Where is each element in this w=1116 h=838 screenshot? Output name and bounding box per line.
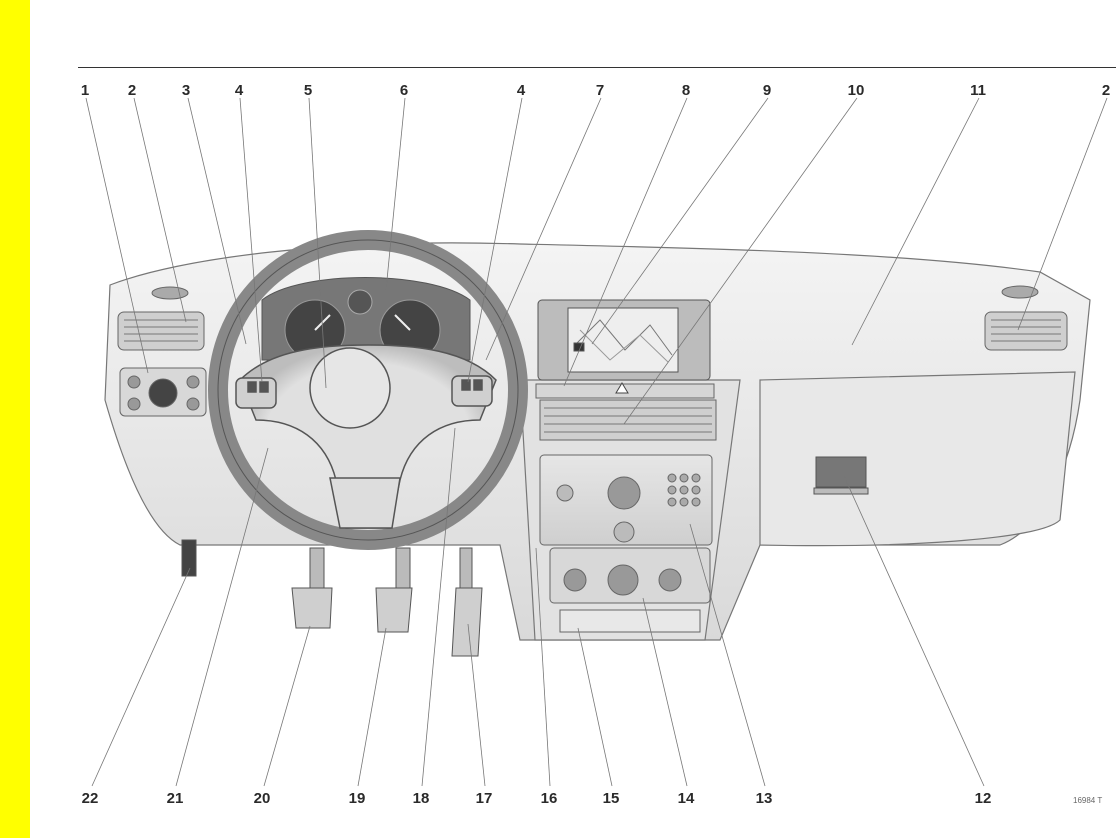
callout-11: 11 (970, 82, 986, 99)
callout-9: 9 (762, 82, 772, 99)
callout-1: 1 (80, 82, 90, 99)
callout-16: 16 (540, 790, 558, 807)
callout-18: 18 (412, 790, 430, 807)
callout-20: 20 (253, 790, 271, 807)
callout-17: 17 (475, 790, 493, 807)
callout-22: 22 (81, 790, 99, 807)
callout-3: 3 (181, 82, 191, 99)
instrument-cluster (261, 277, 471, 361)
callout-6: 6 (399, 82, 409, 99)
right-air-vent (984, 285, 1068, 351)
glovebox-handle (813, 456, 869, 495)
light-switch-panel (119, 367, 207, 417)
figure-reference: 16984 T (1073, 796, 1103, 805)
callout-19: 19 (348, 790, 366, 807)
callout-14: 14 (677, 790, 695, 807)
callout-5: 5 (303, 82, 313, 99)
callout-12: 12 (974, 790, 992, 807)
steering-wheel (208, 230, 528, 550)
callout-4b: 4 (516, 82, 526, 99)
navigation-display (537, 299, 711, 381)
pedals (181, 539, 483, 657)
header-rule (78, 67, 1116, 68)
leader-lines (85, 97, 1108, 787)
callout-15: 15 (602, 790, 620, 807)
callout-21: 21 (166, 790, 184, 807)
callout-4: 4 (234, 82, 244, 99)
callout-10: 10 (847, 82, 865, 99)
callout-7: 7 (595, 82, 605, 99)
callout-13: 13 (755, 790, 773, 807)
callout-2b: 2 (1101, 82, 1111, 99)
callout-2: 2 (127, 82, 137, 99)
callout-8: 8 (681, 82, 691, 99)
center-console (535, 382, 717, 633)
yellow-side-tab (0, 0, 30, 838)
